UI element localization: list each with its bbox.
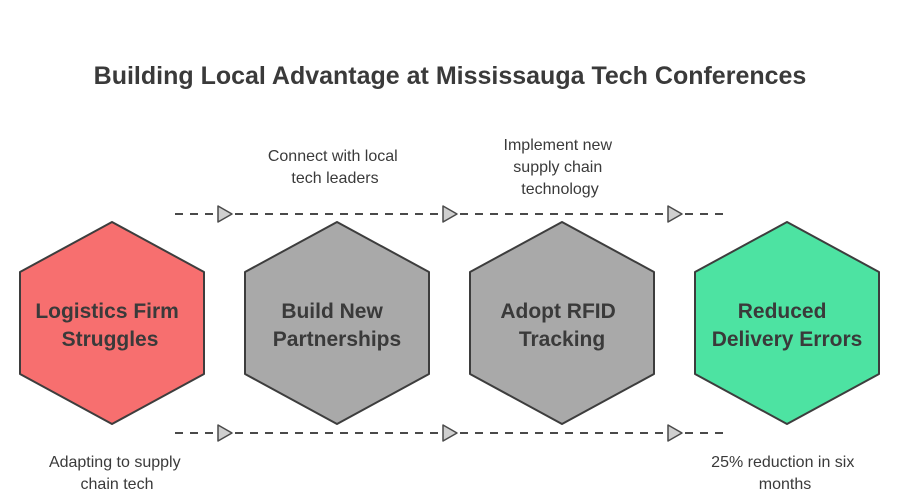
step-adopt-rfid-tracking: Adopt RFID Tracking <box>469 221 655 425</box>
bottom-arrow-1-icon <box>217 424 233 442</box>
note-line-1: Connect with local <box>268 148 398 165</box>
step-label-line-2: Tracking <box>519 328 605 351</box>
note-line-1: Adapting to supply <box>49 454 181 471</box>
note-connect-with-local-tech-leaders: Connect with local tech leaders <box>268 148 402 187</box>
step-label-line-1: Adopt RFID <box>500 300 615 323</box>
step-label: Build New Partnerships <box>273 300 401 351</box>
step-label: Adopt RFID Tracking <box>500 300 621 351</box>
top-arrow-3-icon <box>667 205 683 223</box>
diagram-title: Building Local Advantage at Mississauga … <box>94 62 807 90</box>
step-label-line-1: Build New <box>281 300 383 323</box>
step-label-line-2: Partnerships <box>273 328 401 351</box>
hexagon-shape <box>694 221 880 425</box>
note-line-1: 25% reduction in six <box>711 454 854 471</box>
bottom-arrow-2-icon <box>442 424 458 442</box>
step-label-line-2: Struggles <box>62 328 159 351</box>
step-logistics-firm-struggles: Logistics Firm Struggles <box>19 221 205 425</box>
step-label: Reduced Delivery Errors <box>712 300 863 351</box>
note-implement-new-supply-chain-technology: Implement new supply chain technology <box>504 137 617 198</box>
note-line-2: supply chain <box>513 159 602 176</box>
note-25-percent-reduction-in-six-months: 25% reduction in six months <box>711 454 859 493</box>
note-line-2: months <box>759 476 811 493</box>
note-line-2: chain tech <box>81 476 154 493</box>
hexagon-shape <box>19 221 205 425</box>
top-arrow-2-icon <box>442 205 458 223</box>
step-label-line-1: Logistics Firm <box>35 300 179 323</box>
note-adapting-to-supply-chain-tech: Adapting to supply chain tech <box>49 454 185 493</box>
hexagon-shape <box>244 221 430 425</box>
step-label-line-1: Reduced <box>738 300 827 323</box>
note-line-3: technology <box>521 181 598 198</box>
note-line-2: tech leaders <box>291 170 378 187</box>
top-arrow-1-icon <box>217 205 233 223</box>
bottom-arrow-3-icon <box>667 424 683 442</box>
step-reduced-delivery-errors: Reduced Delivery Errors <box>694 221 880 425</box>
hexagon-shape <box>469 221 655 425</box>
note-line-1: Implement new <box>504 137 613 154</box>
step-build-new-partnerships: Build New Partnerships <box>244 221 430 425</box>
step-label: Logistics Firm Struggles <box>35 300 184 351</box>
step-label-line-2: Delivery Errors <box>712 328 863 351</box>
